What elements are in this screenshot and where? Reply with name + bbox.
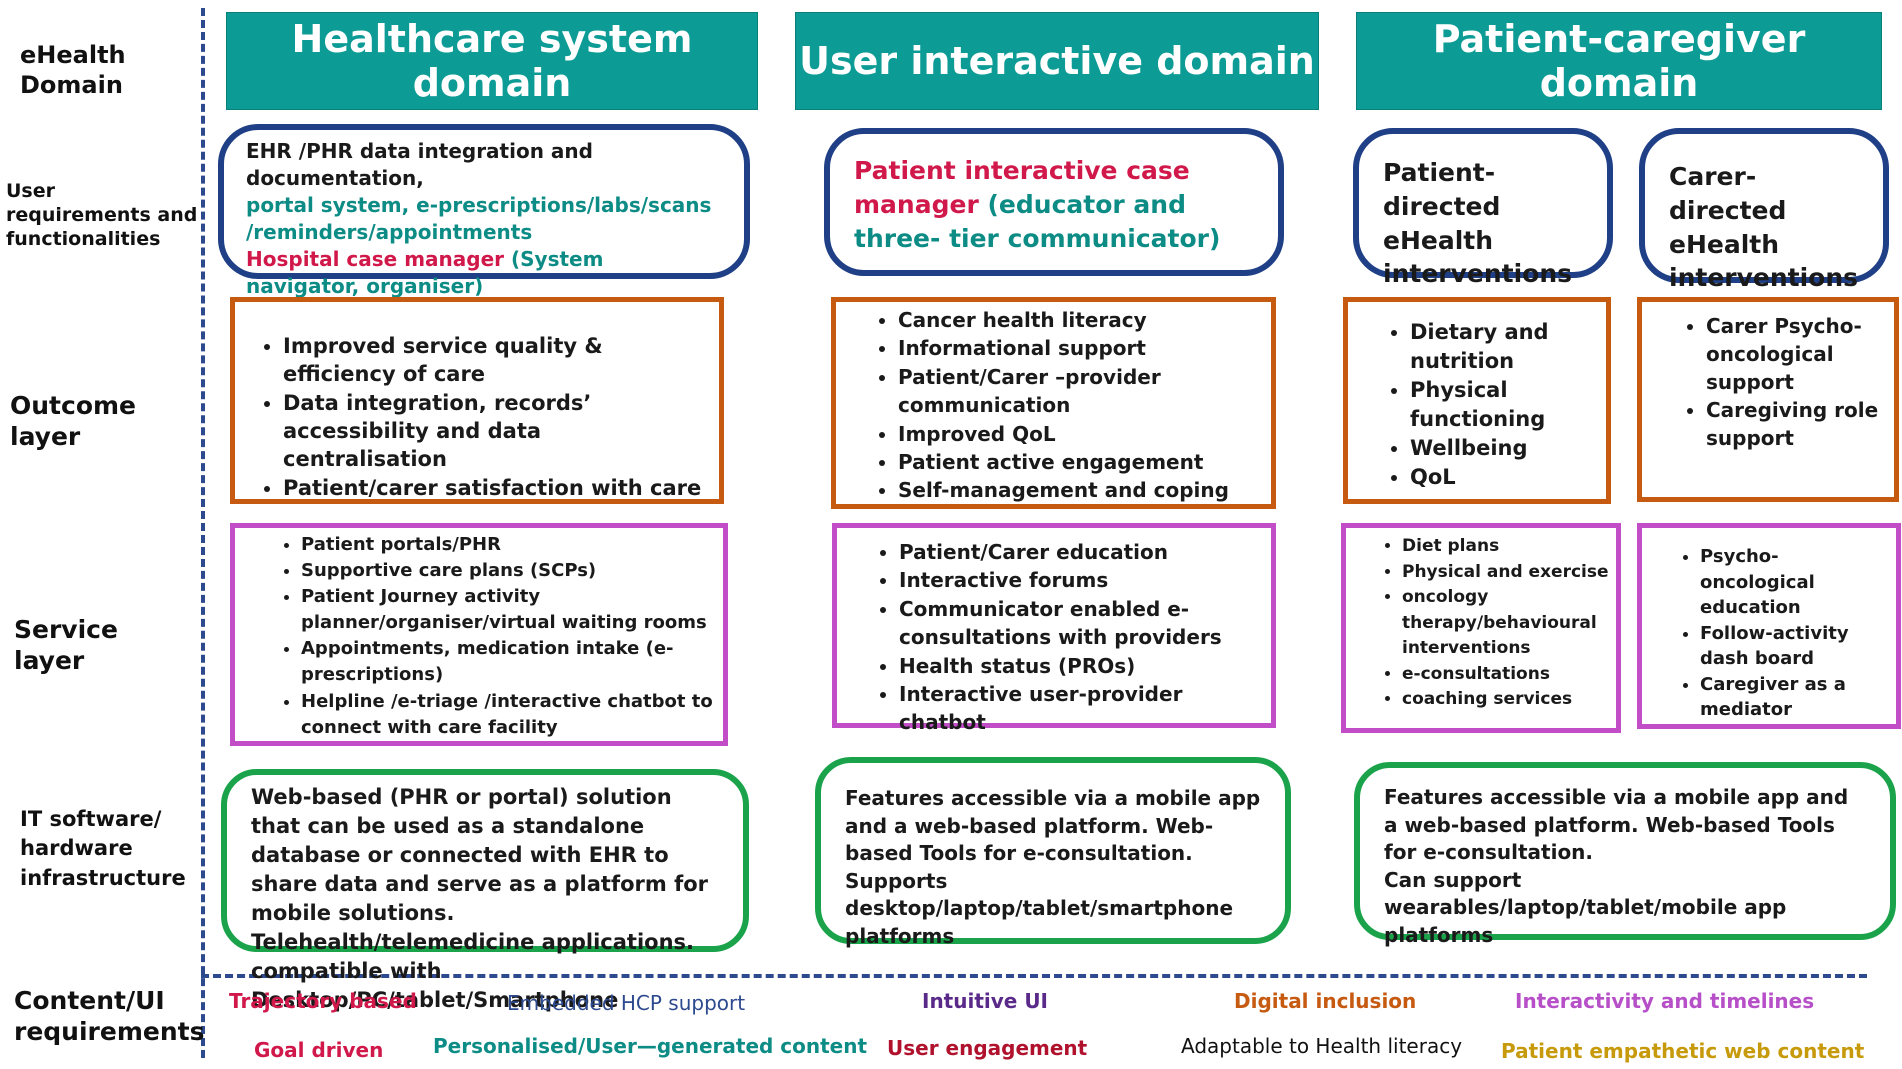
service-carer-item: Caregiver as a mediator [1700, 672, 1888, 723]
it-box-user-interactive: Features accessible via a mobile app and… [815, 757, 1291, 948]
horizontal-dashed-divider [201, 974, 1867, 978]
hospital-case-manager-detail: (System navigator, organiser) [246, 247, 604, 298]
outcome-box-healthcare: Improved service quality & efficiency of… [230, 297, 724, 504]
service-user-interactive-item: Interactive forums [899, 566, 1261, 594]
service-patient-item: coaching services [1402, 687, 1610, 713]
outcome-user-interactive-item: Improved QoL [898, 420, 1261, 448]
service-user-interactive-item: Health status (PROs) [899, 652, 1261, 680]
service-patient-item: e-consultations [1402, 662, 1610, 688]
outcome-patient-item: Dietary and nutrition [1410, 318, 1598, 376]
outcome-user-interactive-item: Patient active engagement [898, 448, 1261, 476]
it-user-interactive-text: Features accessible via a mobile app and… [845, 786, 1261, 948]
outcome-carer-item: Carer Psycho-oncological support [1706, 312, 1886, 396]
content-ui-user-engagement: User engagement [887, 1036, 1088, 1060]
content-ui-trajectory-based: Trajectory based [229, 989, 417, 1013]
it-patient-caregiver-text-2: Can support wearables/laptop/tablet/mobi… [1384, 867, 1787, 947]
requirements-box-healthcare: EHR /PHR data integration and documentat… [218, 124, 750, 298]
content-ui-personalised: Personalised/User—generated content [433, 1034, 868, 1058]
outcome-patient-item: Wellbeing [1410, 434, 1598, 463]
patient-interactive-case-manager-detail: (educator and three- tier communicator) [854, 189, 1221, 253]
outcome-user-interactive-item: Cancer health literacy [898, 306, 1261, 334]
it-box-patient-caregiver: Features accessible via a mobile app and… [1354, 762, 1896, 947]
content-ui-health-literacy: Adaptable to Health literacy [1181, 1034, 1463, 1058]
it-box-healthcare: Web-based (PHR or portal) solution that … [221, 769, 749, 1012]
outcome-healthcare-item: Patient/carer satisfaction with care [283, 474, 703, 502]
service-box-user-interactive: Patient/Carer education Interactive foru… [832, 523, 1276, 734]
hospital-case-manager-label: Hospital case manager [246, 247, 505, 271]
outcome-user-interactive-item: Informational support [898, 334, 1261, 362]
service-patient-item: oncology therapy/behavioural interventio… [1402, 585, 1610, 662]
service-user-interactive-item: Patient/Carer education [899, 538, 1261, 566]
outcome-box-user-interactive: Cancer health literacy Informational sup… [831, 297, 1276, 509]
service-patient-item: Physical and exercise [1402, 560, 1610, 586]
outcome-healthcare-item: Improved service quality & efficiency of… [283, 332, 703, 389]
content-ui-digital-inclusion: Digital inclusion [1234, 989, 1417, 1013]
content-ui-embedded-hcp-support: Embedded HCP support [507, 991, 746, 1015]
row-label-it-infrastructure: IT software/ hardware infrastructure [20, 807, 186, 890]
service-user-interactive-item: Interactive user-provider chatbot [899, 680, 1261, 737]
vertical-dashed-divider [201, 8, 205, 1058]
row-label-content-ui: Content/UI requirements [14, 986, 205, 1047]
domain-header-healthcare: Healthcare system domain [226, 12, 758, 110]
service-healthcare-item: Appointments, medication intake (e-presc… [301, 636, 713, 688]
service-healthcare-item: Patient portals/PHR [301, 532, 713, 558]
requirements-healthcare-line-1: EHR /PHR data integration and documentat… [246, 139, 593, 190]
outcome-box-patient: Dietary and nutrition Physical functioni… [1343, 297, 1611, 504]
row-label-user-requirements: User requirements and functionalities [6, 180, 198, 250]
outcome-box-carer: Carer Psycho-oncological support Caregiv… [1637, 297, 1899, 502]
outcome-healthcare-item: Data integration, records’ accessibility… [283, 389, 703, 474]
requirements-box-carer-directed: Carer-directed eHealth interventions [1639, 128, 1889, 292]
service-patient-item: Diet plans [1402, 534, 1610, 560]
outcome-user-interactive-item: Patient/Carer –provider communication [898, 363, 1261, 420]
service-carer-item: Psycho-oncological education [1700, 544, 1888, 621]
content-ui-interactivity: Interactivity and timelines [1515, 989, 1815, 1013]
row-label-outcome-layer: Outcome layer [10, 391, 137, 452]
content-ui-intuitive: Intuitive UI [922, 989, 1048, 1013]
content-ui-empathetic: Patient empathetic web content [1501, 1039, 1865, 1063]
service-carer-item: Follow-activity dash board [1700, 621, 1888, 672]
requirements-healthcare-line-2: portal system, e-prescriptions/labs/scan… [246, 193, 712, 244]
service-healthcare-item: Supportive care plans (SCPs) [301, 558, 713, 584]
service-healthcare-item: Patient Journey activity planner/organis… [301, 584, 713, 636]
outcome-patient-item: Physical functioning [1410, 376, 1598, 434]
service-box-carer: Psycho-oncological education Follow-acti… [1637, 523, 1901, 729]
outcome-patient-item: QoL [1410, 463, 1598, 492]
requirements-box-user-interactive: Patient interactive case manager (educat… [824, 128, 1284, 276]
service-user-interactive-item: Communicator enabled e-consultations wit… [899, 595, 1261, 652]
service-box-patient: Diet plans Physical and exercise oncolog… [1341, 523, 1621, 733]
patient-interactive-case-manager-label: Patient interactive case manager [854, 156, 1190, 219]
row-label-service-layer: Service layer [14, 615, 118, 676]
domain-header-patient-caregiver: Patient-caregiver domain [1356, 12, 1882, 110]
it-patient-caregiver-text-1: Features accessible via a mobile app and… [1384, 785, 1849, 865]
row-label-ehealth-domain: eHealth Domain [20, 41, 126, 99]
it-healthcare-text: Web-based (PHR or portal) solution that … [251, 785, 708, 1012]
outcome-user-interactive-item: Self-management and coping [898, 476, 1261, 504]
outcome-carer-item: Caregiving role support [1706, 396, 1886, 452]
domain-header-user-interactive: User interactive domain [795, 12, 1319, 110]
service-healthcare-item: Helpline /e-triage /interactive chatbot … [301, 689, 713, 741]
service-box-healthcare: Patient portals/PHR Supportive care plan… [230, 523, 728, 746]
requirements-box-patient-directed: Patient-directed eHealth interventions [1353, 128, 1613, 288]
content-ui-goal-driven: Goal driven [254, 1038, 384, 1062]
